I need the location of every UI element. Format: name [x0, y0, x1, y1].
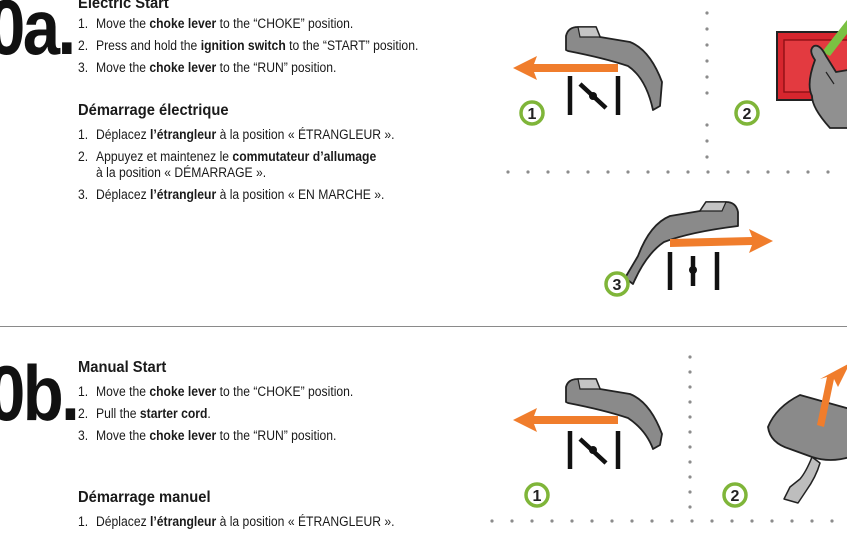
step-badge-2: 2 — [734, 100, 760, 126]
list-item: 3.Move the choke lever to the “RUN” posi… — [78, 60, 337, 75]
arrow-icon — [670, 229, 773, 253]
svg-text:2: 2 — [743, 106, 752, 123]
step-number-0b: 0b. — [0, 349, 80, 437]
electric-start-en: Electric Start 1.Move the choke lever to… — [78, 0, 488, 79]
section-heading: Démarrage électrique — [78, 102, 229, 119]
section-heading: Manual Start — [78, 359, 167, 376]
list-item: 3.Move the choke lever to the “RUN” posi… — [78, 428, 337, 443]
instruction-list: 1.Move the choke lever to the “CHOKE” po… — [78, 381, 488, 447]
arrow-icon — [513, 56, 618, 80]
svg-text:2: 2 — [731, 488, 740, 505]
electric-start-fr: Démarrage électrique 1.Déplacez l’étrang… — [78, 101, 488, 206]
instruction-list: 1.Déplacez l’étrangleur à la position « … — [78, 511, 488, 533]
list-item: 1.Move the choke lever to the “CHOKE” po… — [78, 16, 354, 31]
dotted-separator — [506, 11, 830, 174]
svg-text:3: 3 — [613, 277, 622, 294]
list-item: 2.Appuyez et maintenez le commutateur d’… — [78, 149, 377, 180]
step-badge-2: 2 — [722, 482, 748, 508]
section-divider — [0, 326, 847, 327]
starter-handle-icon — [767, 394, 847, 504]
step-badge-1: 1 — [519, 100, 545, 126]
manual-start-fr: Démarrage manuel 1.Déplacez l’étrangleur… — [78, 488, 488, 533]
list-item: 1.Move the choke lever to the “CHOKE” po… — [78, 384, 354, 399]
list-item: 1.Déplacez l’étrangleur à la position « … — [78, 514, 395, 529]
section-heading: Démarrage manuel — [78, 489, 211, 506]
pointing-hand-icon — [808, 44, 847, 129]
arrow-icon — [513, 408, 618, 432]
dotted-separator — [490, 355, 834, 523]
list-item: 3.Déplacez l’étrangleur à la position « … — [78, 187, 385, 202]
step-badge-1: 1 — [524, 482, 550, 508]
svg-text:1: 1 — [528, 106, 537, 123]
manual-start-illustration: 1 2 — [490, 355, 847, 523]
svg-text:1: 1 — [533, 488, 542, 505]
step-number-0a: 0a. — [0, 0, 76, 71]
list-item: 2.Pull the starter cord. — [78, 406, 211, 421]
instruction-list: 1.Move the choke lever to the “CHOKE” po… — [78, 13, 488, 79]
step-badge-3: 3 — [604, 271, 630, 297]
list-item: 1.Déplacez l’étrangleur à la position « … — [78, 127, 395, 142]
electric-start-illustration: 1 2 3 — [506, 11, 847, 297]
choke-lever-icon — [624, 201, 739, 285]
choke-lever-icon — [565, 26, 663, 111]
manual-start-en: Manual Start 1.Move the choke lever to t… — [78, 358, 488, 447]
arrow-icon — [817, 364, 847, 427]
section-heading: Electric Start — [78, 0, 169, 12]
instruction-list: 1.Déplacez l’étrangleur à la position « … — [78, 124, 488, 206]
choke-lever-icon — [565, 378, 663, 450]
list-item: 2.Press and hold the ignition switch to … — [78, 38, 419, 53]
